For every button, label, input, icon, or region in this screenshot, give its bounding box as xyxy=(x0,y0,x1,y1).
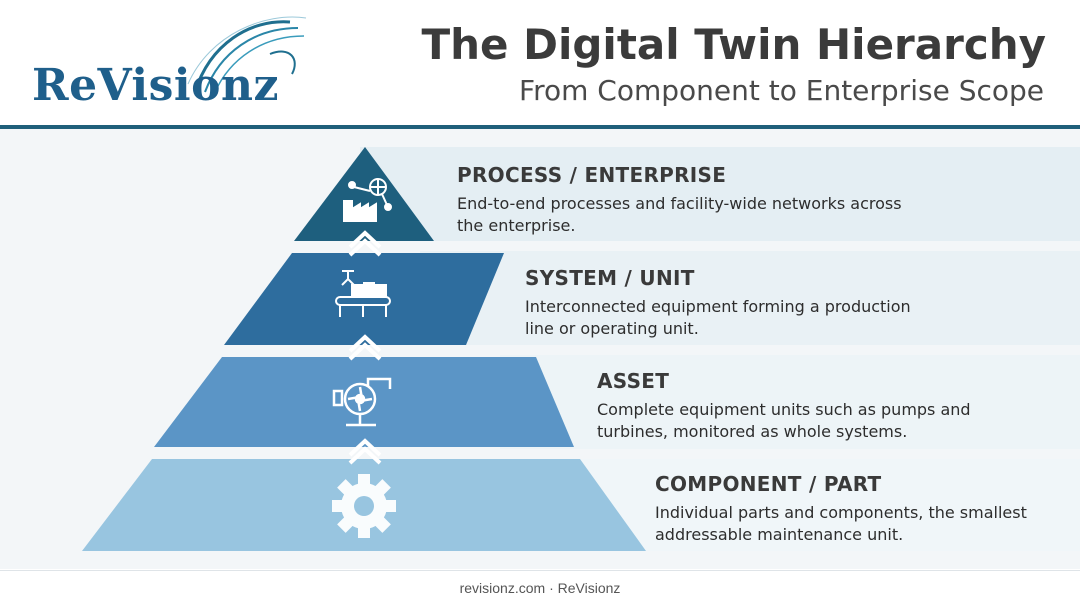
footer: revisionz.com · ReVisionz xyxy=(0,570,1080,603)
pump-icon xyxy=(332,377,392,427)
desc-line: Interconnected equipment forming a produ… xyxy=(525,297,911,316)
pyramid-svg xyxy=(82,147,1080,551)
logo-text: ReVisionz xyxy=(32,60,279,111)
footer-text: revisionz.com · ReVisionz xyxy=(459,580,621,596)
level-title: SYSTEM / UNIT xyxy=(525,266,695,290)
chevron-up-icon xyxy=(348,230,382,257)
level-description: Individual parts and components, the sma… xyxy=(655,502,1027,546)
level-system: SYSTEM / UNIT Interconnected equipment f… xyxy=(525,266,911,340)
level-process: PROCESS / ENTERPRISE End-to-end processe… xyxy=(457,163,902,237)
level-description: End-to-end processes and facility-wide n… xyxy=(457,193,902,237)
desc-line: End-to-end processes and facility-wide n… xyxy=(457,194,902,213)
page-title: The Digital Twin Hierarchy xyxy=(421,20,1046,69)
level-title: COMPONENT / PART xyxy=(655,472,882,496)
revisionz-logo: ReVisionz xyxy=(30,14,307,114)
factory-network-icon xyxy=(343,178,392,222)
band-bg-process xyxy=(360,147,1080,241)
layer-system xyxy=(224,253,504,345)
conveyor-robot-icon xyxy=(335,270,391,317)
level-description: Interconnected equipment forming a produ… xyxy=(525,296,911,340)
desc-line: the enterprise. xyxy=(457,216,576,235)
level-asset: ASSET Complete equipment units such as p… xyxy=(597,369,971,443)
level-component: COMPONENT / PART Individual parts and co… xyxy=(655,472,1027,546)
header-divider xyxy=(0,125,1080,129)
pyramid-diagram: PROCESS / ENTERPRISE End-to-end processe… xyxy=(0,129,1080,569)
page-subtitle: From Component to Enterprise Scope xyxy=(519,74,1044,107)
level-description: Complete equipment units such as pumps a… xyxy=(597,399,971,443)
band-bg-system xyxy=(420,251,1080,345)
desc-line: Individual parts and components, the sma… xyxy=(655,503,1027,522)
level-title: PROCESS / ENTERPRISE xyxy=(457,163,727,187)
gear-icon xyxy=(332,474,396,538)
level-title: ASSET xyxy=(597,369,670,393)
layer-process xyxy=(294,147,434,241)
logo-swoosh-icon xyxy=(187,16,307,93)
band-bg-asset xyxy=(500,355,1080,449)
header: ReVisionz The Digital Twin Hierarchy Fro… xyxy=(0,0,1080,126)
desc-line: line or operating unit. xyxy=(525,319,699,338)
desc-line: addressable maintenance unit. xyxy=(655,525,904,544)
desc-line: turbines, monitored as whole systems. xyxy=(597,422,908,441)
chevron-up-icon xyxy=(348,438,382,465)
chevron-up-icon xyxy=(348,334,382,361)
desc-line: Complete equipment units such as pumps a… xyxy=(597,400,971,419)
band-bg-component xyxy=(570,459,1080,551)
